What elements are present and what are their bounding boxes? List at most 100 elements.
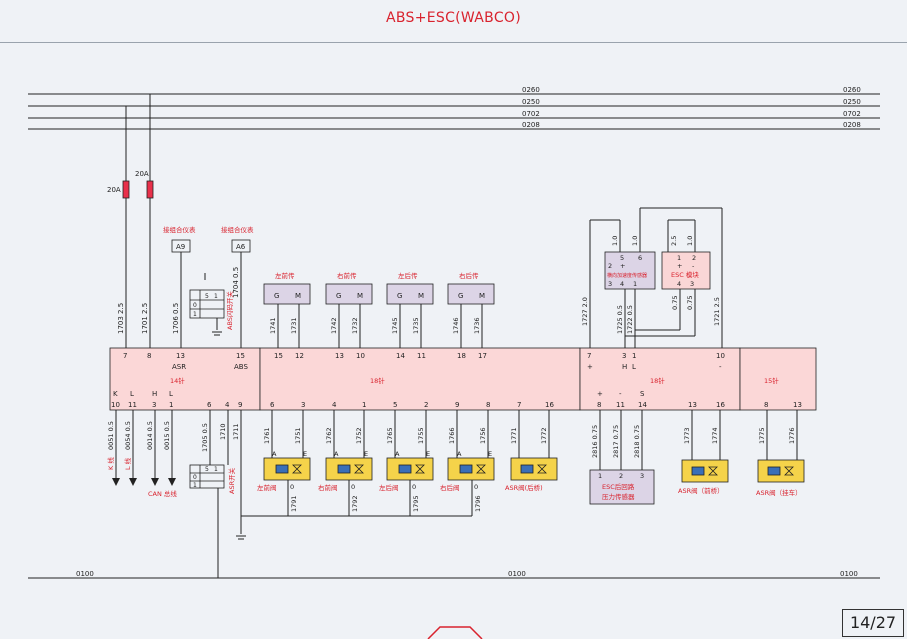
connector-a9 (171, 239, 191, 253)
pin-label: 2 (424, 401, 428, 409)
pin-label: ABS (234, 363, 248, 371)
pin-label: E (488, 450, 492, 458)
title-bar: ABS+ESC(WABCO) (0, 0, 907, 43)
pin-label: 8 (597, 401, 601, 409)
sensor-rr (447, 283, 495, 305)
pin-label: H (152, 390, 157, 398)
wire-1725: 1725 0.5 (616, 305, 624, 334)
pin-label: E (364, 450, 368, 458)
pin-label: 15 (274, 352, 283, 360)
pin-label: 8 (486, 401, 490, 409)
pin-label: 6 (207, 401, 212, 409)
wire-075b: 0.75 (686, 296, 694, 310)
wire-1721: 1721 2.5 (713, 297, 721, 326)
wire-1710: 1710 (219, 423, 227, 440)
pin-label: L (169, 390, 173, 398)
ecu-15pin-label: 15针 (764, 376, 779, 385)
wire-1745: 1745 (391, 317, 399, 334)
pin-label: 1 (362, 401, 366, 409)
wire-1752: 1752 (355, 427, 363, 444)
pin-label: 6 (270, 401, 275, 409)
fuse-2 (146, 180, 154, 199)
sensor-rr-label: 右后传 (459, 271, 479, 280)
pin-label: 13 (335, 352, 344, 360)
wire-1735: 1735 (412, 317, 420, 334)
svg-text:1: 1 (193, 482, 197, 489)
pin-label: 3 (301, 401, 305, 409)
pin-label: 14 (638, 401, 647, 409)
wire-1727: 1727 2.0 (581, 297, 589, 326)
ecu-18pin-b-label: 18针 (650, 376, 665, 385)
pin-label: L (632, 363, 636, 371)
wire-0014: 0014 0.5 (146, 421, 154, 450)
bus-label-right-0208: 0208 (843, 121, 861, 129)
wire-0015: 0015 0.5 (163, 421, 171, 450)
pin-label: + (587, 363, 593, 371)
fuse-1 (122, 180, 130, 199)
wire-1746: 1746 (452, 317, 460, 334)
wire-2817: 2817 0.75 (612, 425, 620, 458)
can-bus-label: CAN 总线 (148, 489, 177, 498)
pin-label: 1 (633, 280, 637, 288)
pin-label: 5 (620, 254, 624, 262)
bus-label-right-0250: 0250 (843, 98, 861, 106)
wire-1771: 1771 (510, 427, 518, 444)
yaw-sensor-label: 横向加速度传感器 (607, 272, 647, 279)
connector-a6 (231, 239, 251, 253)
yaw-sensor (604, 251, 656, 290)
asr-switch (189, 464, 225, 489)
pin-label: 13 (176, 352, 185, 360)
asr-valve-front-label: ASR阀（前桥） (678, 486, 724, 495)
svg-text:5: 5 (205, 293, 209, 300)
pin-label: 0 (474, 483, 478, 491)
ecu-14pin-label: 14针 (170, 376, 185, 385)
pin-label: 11 (128, 401, 137, 409)
bus-label-right-0260: 0260 (843, 86, 861, 94)
asr-switch-label: ASR开关 (227, 467, 236, 494)
sensor-lr (386, 283, 434, 305)
pin-label: 13 (688, 401, 697, 409)
wire-1773: 1773 (683, 427, 691, 444)
pin-label: E (426, 450, 430, 458)
bus-label-right-0702: 0702 (843, 110, 861, 118)
sensor-rf (325, 283, 373, 305)
connector-a6-label: A6 (236, 243, 246, 251)
pressure-sensor-label1: ESC后回路 (602, 482, 635, 491)
pin-label: E (303, 450, 307, 458)
sensor-lf-label: 左前传 (275, 271, 295, 280)
abs-switch-label: ABS闪码开关 (225, 291, 234, 330)
k-line-label: K 线 (106, 457, 115, 470)
pin-label: 4 (225, 401, 230, 409)
svg-text:1: 1 (214, 293, 218, 300)
pin-label: 3 (622, 352, 626, 360)
ground-label-mid: 0100 (508, 570, 526, 578)
pin-label: + (597, 390, 603, 398)
wire-1704: 1704 0.5 (232, 267, 240, 298)
wire-1751: 1751 (294, 427, 302, 444)
pin-label: 0 (290, 483, 294, 491)
pin-label: 13 (793, 401, 802, 409)
pin-label: 1 (677, 254, 681, 262)
pin-label: A (272, 450, 277, 458)
sensor-lr-label: 左后传 (398, 271, 418, 280)
connector-a9-label: A9 (176, 243, 185, 251)
pin-label: M (295, 292, 301, 300)
fuse-1-wire: 1703 2.5 (117, 303, 125, 334)
bus-label-left-0250: 0250 (522, 98, 540, 106)
pin-label: 1 (598, 472, 602, 480)
wire-1756: 1756 (479, 427, 487, 444)
asr-valve-trailer-label: ASR阀（挂车） (756, 488, 802, 497)
instrument-label-a6: 接组合仪表 (221, 225, 254, 234)
pin-label: 16 (545, 401, 554, 409)
pin-label: G (458, 292, 463, 300)
page-title: ABS+ESC(WABCO) (386, 10, 521, 26)
wire-075a: 0.75 (671, 296, 679, 310)
wire-1742: 1742 (330, 317, 338, 334)
pin-label: A (334, 450, 339, 458)
wire-25: 2.5 (670, 236, 678, 246)
instrument-label-a9: 接组合仪表 (163, 225, 196, 234)
svg-text:5: 5 (205, 466, 209, 473)
pin-label: 7 (587, 352, 591, 360)
pin-label: 9 (238, 401, 242, 409)
